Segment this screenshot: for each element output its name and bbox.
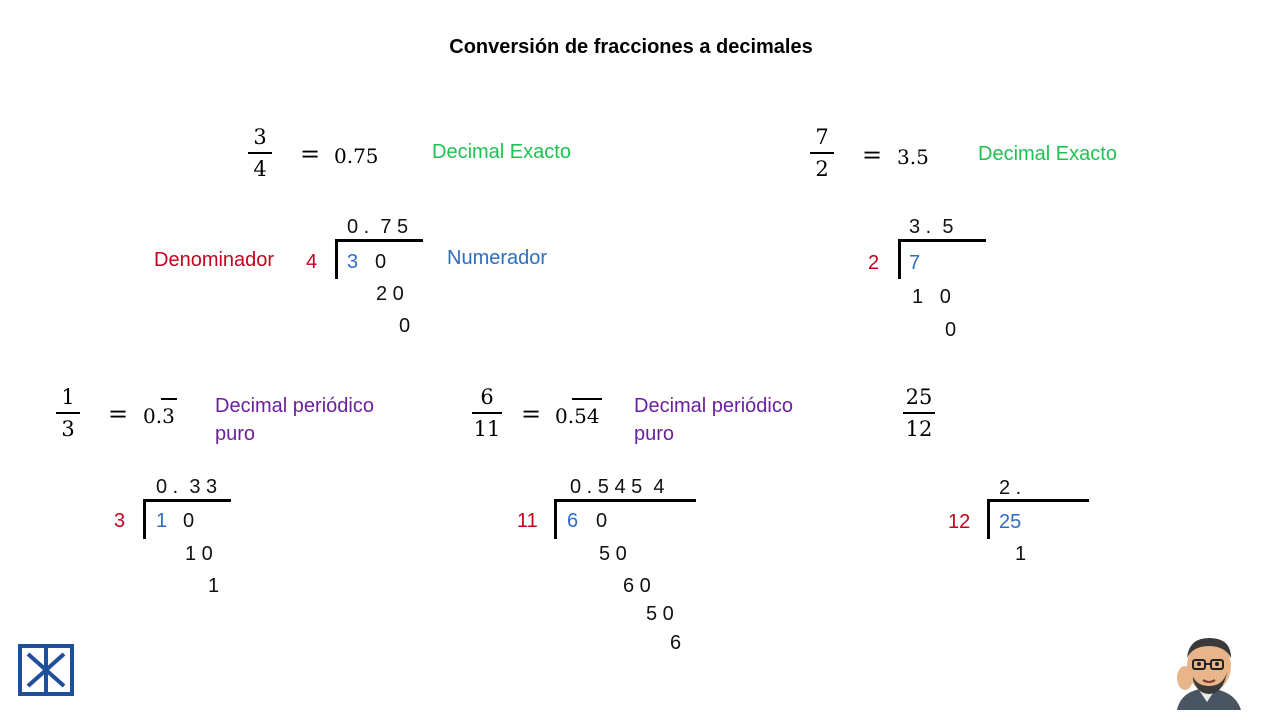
division-remainder-2: 0 xyxy=(399,315,411,337)
label-decimal-exacto: Decimal Exacto xyxy=(978,143,1117,165)
label-decimal-exacto: Decimal Exacto xyxy=(432,141,571,163)
division-dividend-zero: 0 xyxy=(596,510,608,532)
division-quotient: 2 . xyxy=(999,477,1022,499)
fraction-denominator: 3 xyxy=(61,416,75,441)
period-overline xyxy=(161,398,177,400)
label-line-1: Decimal periódico xyxy=(634,395,793,417)
result-decimal: 3.5 xyxy=(897,145,929,169)
division-remainder-1: 2 0 xyxy=(376,283,404,305)
fraction-numerator: 3 xyxy=(253,125,267,149)
result-prefix: 0. xyxy=(555,404,575,428)
division-quotient: 0 . 3 3 xyxy=(156,476,218,498)
fraction-denominator: 11 xyxy=(473,416,501,441)
fraction-1-3: 1 3 xyxy=(56,385,80,441)
fraction-25-12: 25 12 xyxy=(903,385,935,441)
label-denominador: Denominador xyxy=(154,249,275,271)
division-remainder-1: 5 0 xyxy=(599,543,627,565)
division-quotient: 3 . 5 xyxy=(909,216,954,238)
fraction-bar xyxy=(810,152,834,154)
division-remainder-1: 1 xyxy=(1015,543,1027,565)
fraction-7-2: 7 2 xyxy=(810,125,834,181)
division-divisor: 3 xyxy=(114,510,126,532)
fraction-numerator: 6 xyxy=(480,385,494,409)
division-dividend: 25 xyxy=(999,511,1022,533)
fraction-numerator: 7 xyxy=(815,125,829,149)
label-line-2: puro xyxy=(634,423,675,445)
label-decimal-periodico: Decimal periódico puro xyxy=(215,392,374,448)
division-divisor: 11 xyxy=(517,510,538,532)
division-side-line xyxy=(987,499,990,539)
equals-sign: = xyxy=(862,141,883,169)
cartoon-teacher-avatar xyxy=(1165,632,1250,710)
division-side-line xyxy=(554,499,557,539)
division-remainder-2: 6 0 xyxy=(623,575,651,597)
division-remainder-2: 0 xyxy=(945,319,957,341)
division-top-line xyxy=(335,239,423,242)
fraction-bar xyxy=(248,152,272,154)
equals-sign: = xyxy=(108,400,129,428)
division-remainder-2: 1 xyxy=(208,575,220,597)
fraction-denominator: 2 xyxy=(815,156,829,181)
division-dividend: 7 xyxy=(909,252,921,274)
division-top-line xyxy=(554,499,696,502)
division-dividend-zero: 0 xyxy=(375,251,387,273)
division-dividend: 6 xyxy=(567,510,579,532)
page-title: Conversión de fracciones a decimales xyxy=(449,36,813,58)
division-dividend-zero: 0 xyxy=(183,510,195,532)
division-dividend: 3 xyxy=(347,251,359,273)
fraction-bar xyxy=(56,412,80,414)
division-top-line xyxy=(987,499,1089,502)
fraction-bar xyxy=(903,412,935,414)
fraction-denominator: 12 xyxy=(905,416,933,441)
fraction-3-4: 3 4 xyxy=(248,125,272,181)
division-side-line xyxy=(898,239,901,279)
label-decimal-periodico: Decimal periódico puro xyxy=(634,392,793,448)
result-prefix: 0. xyxy=(143,404,163,428)
period-overline xyxy=(572,398,602,400)
fraction-numerator: 25 xyxy=(905,385,933,409)
division-remainder-4: 6 xyxy=(670,632,682,654)
division-dividend: 1 xyxy=(156,510,168,532)
fraction-bar xyxy=(472,412,502,414)
label-numerador: Numerador xyxy=(447,247,548,269)
division-top-line xyxy=(898,239,986,242)
division-top-line xyxy=(143,499,231,502)
division-remainder-1: 1 0 xyxy=(185,543,213,565)
result-periodic: 0.3 xyxy=(143,404,175,428)
division-divisor: 2 xyxy=(868,252,880,274)
fraction-6-11: 6 11 xyxy=(472,385,502,441)
label-line-1: Decimal periódico xyxy=(215,395,374,417)
fraction-denominator: 4 xyxy=(253,156,267,181)
division-divisor: 12 xyxy=(948,511,971,533)
division-quotient: 0 . 7 5 xyxy=(347,216,409,238)
result-periodic: 0.54 xyxy=(555,404,600,428)
division-side-line xyxy=(143,499,146,539)
result-decimal: 0.75 xyxy=(334,144,379,168)
division-quotient: 0 . 5 4 5 4 xyxy=(570,476,665,498)
result-period: 3 xyxy=(162,404,175,428)
label-line-2: puro xyxy=(215,423,256,445)
result-period: 54 xyxy=(574,404,600,428)
division-divisor: 4 xyxy=(306,251,318,273)
division-remainder-3: 5 0 xyxy=(646,603,674,625)
division-side-line xyxy=(335,239,338,279)
geometric-x-logo-icon xyxy=(16,642,76,698)
equals-sign: = xyxy=(300,140,321,168)
equals-sign: = xyxy=(521,400,542,428)
fraction-numerator: 1 xyxy=(61,385,75,409)
division-remainder-1: 1 0 xyxy=(912,286,951,308)
